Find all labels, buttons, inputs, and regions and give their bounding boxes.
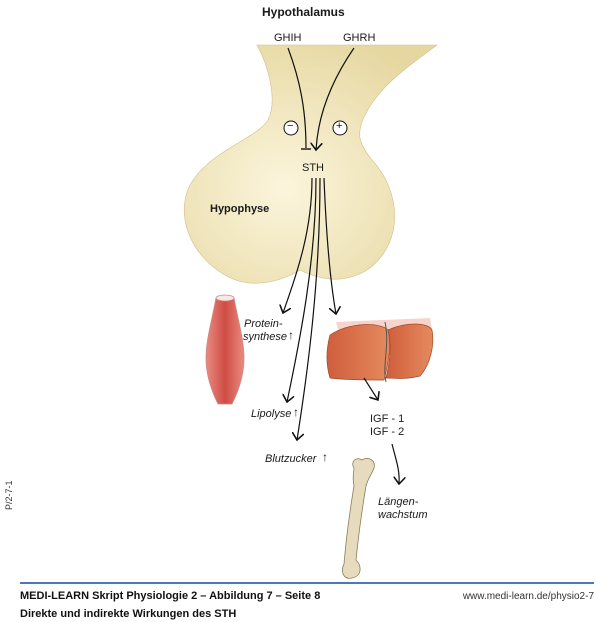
arrow-to-lipolyse xyxy=(287,177,317,402)
up-arrow-icon: ↑ xyxy=(293,405,299,419)
hypothalamus-label: Hypothalamus xyxy=(262,5,345,19)
arrow-to-liver xyxy=(323,177,336,314)
blutzucker-label: Blutzucker xyxy=(265,453,317,465)
arrow-to-proteinsynthese xyxy=(283,177,313,313)
bone-illustration xyxy=(342,458,375,579)
igf2-label: IGF - 2 xyxy=(370,426,405,438)
proteinsynthese-label-2: synthese xyxy=(243,331,288,343)
sth-label: STH xyxy=(302,162,324,174)
liver-illustration xyxy=(326,318,434,383)
laengenwachstum-label-2: wachstum xyxy=(378,509,428,521)
ghrh-arrow xyxy=(316,47,355,150)
arrow-igf-to-growth xyxy=(391,443,399,484)
igf1-label: IGF - 1 xyxy=(370,413,405,425)
lipolyse-label: Lipolyse xyxy=(251,408,292,420)
hypophyse-label: Hypophyse xyxy=(210,203,270,215)
minus-sign: − xyxy=(287,120,294,132)
laengenwachstum-label-1: Längen- xyxy=(378,496,419,508)
ghih-label: GHIH xyxy=(274,32,302,44)
up-arrow-icon: ↑ xyxy=(288,328,294,342)
footer-subtitle: Direkte und indirekte Wirkungen des STH xyxy=(20,608,237,620)
minus-circle-icon xyxy=(283,120,299,136)
arrow-liver-to-igf xyxy=(363,377,378,400)
pituitary-gland-shape xyxy=(183,44,438,284)
proteinsynthese-label-1: Protein- xyxy=(244,318,283,330)
arrow-to-blutzucker xyxy=(297,177,321,440)
plus-sign: + xyxy=(336,120,343,132)
up-arrow-icon: ↑ xyxy=(322,450,328,464)
muscle-illustration xyxy=(205,294,245,405)
ghih-arrow xyxy=(287,47,307,149)
ghrh-label: GHRH xyxy=(343,32,376,44)
footer-url-link[interactable]: www.medi-learn.de/physio2-7 xyxy=(462,591,594,602)
footer-divider xyxy=(20,582,594,584)
plus-circle-icon xyxy=(332,120,348,136)
footer-title: MEDI-LEARN Skript Physiologie 2 – Abbild… xyxy=(20,590,321,602)
figure-code: P/2-7-1 xyxy=(4,480,14,510)
